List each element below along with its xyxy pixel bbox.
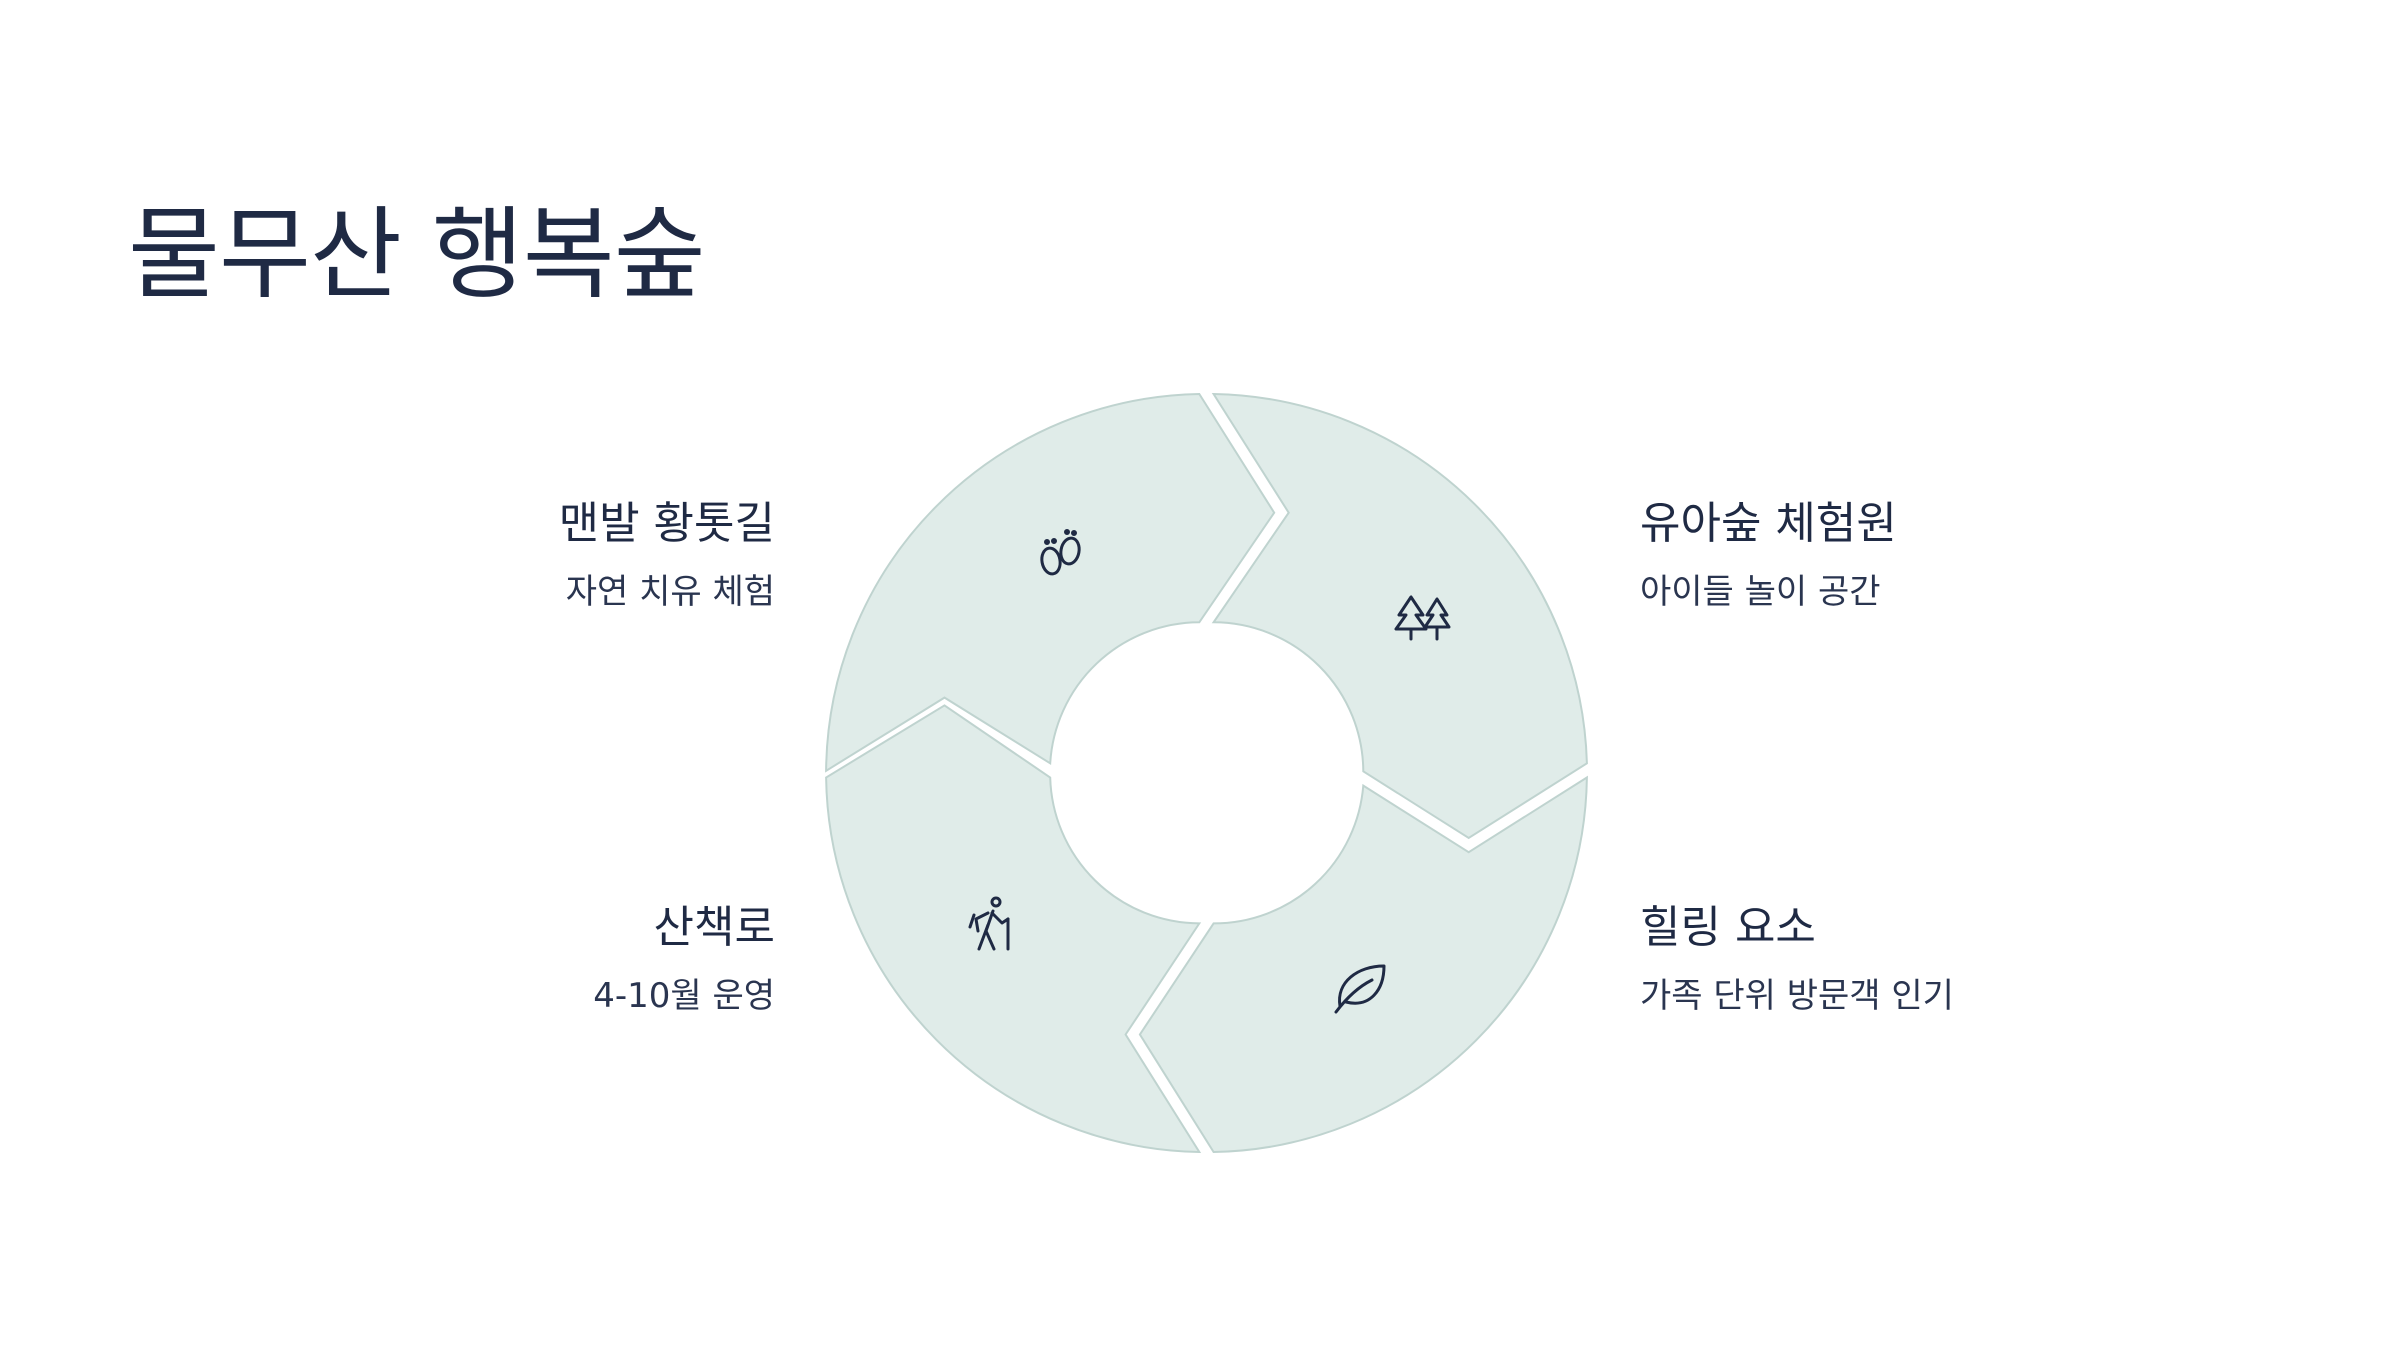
label-healing: 힐링 요소 가족 단위 방문객 인기: [1640, 900, 1954, 1018]
label-title: 산책로: [653, 902, 775, 953]
segment-top-left: [825, 392, 1276, 773]
segment-bottom-left: [825, 704, 1202, 1154]
label-trail: 산책로 4-10월 운영: [593, 900, 775, 1018]
trees-icon: [1394, 595, 1451, 641]
label-barefoot-path: 맨발 황톳길 자연 치유 체험: [559, 496, 775, 614]
label-title: 힐링 요소: [1640, 902, 1816, 953]
leaf-icon: [1334, 964, 1386, 1014]
label-title: 유아숲 체험원: [1640, 498, 1897, 549]
footprints-icon: [1040, 529, 1081, 576]
segment-bottom-right: [1138, 775, 1588, 1154]
label-subtitle: 4-10월 운영: [593, 976, 775, 1016]
label-subtitle: 아이들 놀이 공간: [1640, 572, 1881, 612]
label-forest-experience: 유아숲 체험원 아이들 놀이 공간: [1640, 496, 1897, 614]
label-title: 맨발 황톳길: [558, 498, 775, 549]
hiker-icon: [968, 896, 1010, 951]
page-title: 물무산 행복숲: [128, 196, 706, 313]
label-subtitle: 가족 단위 방문객 인기: [1640, 976, 1954, 1016]
label-subtitle: 자연 치유 체험: [565, 572, 775, 612]
